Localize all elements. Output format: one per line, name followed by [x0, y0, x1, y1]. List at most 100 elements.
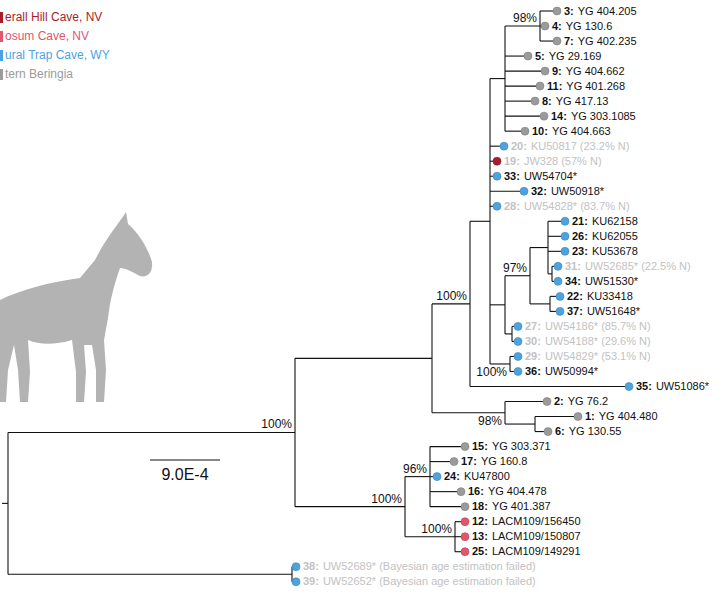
- specimen-label: YG 130.55: [569, 426, 622, 437]
- leaf-number: 29:: [525, 351, 541, 362]
- specimen-dot: [544, 428, 552, 436]
- support-value: 100%: [436, 290, 467, 302]
- scale-bar: [150, 459, 220, 460]
- leaf-number: 10:: [532, 126, 548, 137]
- specimen-label: KU47800: [464, 471, 510, 482]
- tree-branch: [470, 386, 629, 387]
- specimen-label: YG 401.387: [492, 501, 551, 512]
- legend-swatch: [0, 50, 3, 61]
- tree-branch: [505, 423, 535, 424]
- leaf-number: 30:: [525, 336, 541, 347]
- tree-branch: [505, 333, 512, 334]
- specimen-label: YG 76.2: [568, 396, 608, 407]
- specimen-dot: [514, 337, 522, 345]
- tree-branch: [490, 363, 510, 364]
- specimen-label: YG 404.662: [566, 66, 625, 77]
- leaf-number: 8:: [542, 96, 552, 107]
- leaf-number: 13:: [472, 531, 488, 542]
- specimen-label: UW51530*: [585, 276, 638, 287]
- specimen-label: KU62158: [592, 216, 638, 227]
- specimen-dot: [457, 488, 465, 496]
- specimen-dot: [556, 292, 564, 300]
- specimen-label: UW52685* (22.5% N): [585, 261, 691, 272]
- tree-branch: [530, 247, 548, 248]
- tree-branch: [505, 401, 547, 402]
- specimen-dot: [521, 127, 529, 135]
- specimen-label: UW52652* (Bayesian age estimation failed…: [323, 576, 536, 587]
- leaf-number: 3:: [564, 6, 574, 17]
- specimen-label: KU50817 (23.2% N): [531, 141, 629, 152]
- specimen-label: UW51086*: [656, 381, 709, 392]
- specimen-dot: [561, 232, 569, 240]
- legend-text: ural Trap Cave, WY: [5, 49, 110, 61]
- leaf-number: 25:: [472, 546, 488, 557]
- leaf-number: 27:: [525, 321, 541, 332]
- specimen-dot: [556, 307, 564, 315]
- specimen-dot: [541, 22, 549, 30]
- specimen-label: LACM109/150807: [492, 531, 581, 542]
- specimen-dot: [543, 398, 551, 406]
- leaf-number: 35:: [636, 381, 652, 392]
- leaf-number: 15:: [472, 441, 488, 452]
- specimen-dot: [493, 202, 501, 210]
- specimen-label: YG 404.663: [552, 126, 611, 137]
- tree-branch: [432, 412, 505, 413]
- leaf-number: 39:: [303, 576, 319, 587]
- specimen-dot: [553, 7, 561, 15]
- legend-text: erall Hill Cave, NV: [5, 11, 102, 23]
- tree-branch: [295, 506, 405, 507]
- specimen-label: YG 417.13: [556, 96, 609, 107]
- specimen-dot: [514, 352, 522, 360]
- tree-branch: [430, 491, 461, 492]
- tree-branch: [505, 116, 544, 117]
- tree-branch: [470, 221, 490, 222]
- tree-branch: [490, 191, 524, 192]
- support-value: 97%: [503, 262, 527, 274]
- leaf-number: 38:: [303, 561, 319, 572]
- specimen-dot: [493, 157, 501, 165]
- specimen-dots: [292, 7, 633, 586]
- specimen-label: YG 303.371: [492, 441, 551, 452]
- specimen-dot: [554, 277, 562, 285]
- leaf-number: 36:: [525, 366, 541, 377]
- tree-branch: [548, 273, 552, 274]
- tree-branch: [490, 304, 505, 305]
- tree-branch: [505, 275, 530, 276]
- specimen-dot: [541, 67, 549, 75]
- specimen-dot: [433, 473, 441, 481]
- specimen-dot: [625, 383, 633, 391]
- tree-branch: [505, 25, 540, 26]
- specimen-label: UW54829* (53.1% N): [545, 351, 651, 362]
- leaf-number: 19:: [504, 156, 520, 167]
- leaf-number: 21:: [572, 216, 588, 227]
- specimen-dot: [561, 247, 569, 255]
- horse-silhouette: [0, 212, 152, 402]
- leaf-number: 26:: [572, 231, 588, 242]
- leaf-number: 17:: [461, 456, 477, 467]
- leaf-number: 32:: [531, 186, 547, 197]
- leaf-number: 20:: [511, 141, 527, 152]
- leaf-number: 23:: [572, 246, 588, 257]
- leaf-number: 7:: [564, 36, 574, 47]
- tree-branch: [2, 503, 8, 504]
- specimen-label: KU62055: [592, 231, 638, 242]
- support-value: 100%: [371, 493, 402, 505]
- specimen-dot: [554, 262, 562, 270]
- tree-branch: [430, 506, 465, 507]
- specimen-label: YG 160.8: [481, 456, 527, 467]
- leaf-number: 2:: [554, 396, 564, 407]
- tree-branch: [505, 71, 545, 72]
- specimen-dot: [561, 217, 569, 225]
- specimen-dot: [536, 82, 544, 90]
- leaf-number: 5:: [535, 51, 545, 62]
- leaf-number: 11:: [547, 81, 562, 92]
- leaf-number: 18:: [472, 501, 488, 512]
- specimen-dot: [292, 578, 300, 586]
- specimen-label: YG 404.205: [578, 6, 637, 17]
- legend-swatch: [0, 12, 3, 23]
- leaf-number: 34:: [565, 276, 581, 287]
- specimen-label: YG 404.480: [599, 411, 658, 422]
- specimen-dot: [500, 142, 508, 150]
- tree-branch: [8, 432, 295, 433]
